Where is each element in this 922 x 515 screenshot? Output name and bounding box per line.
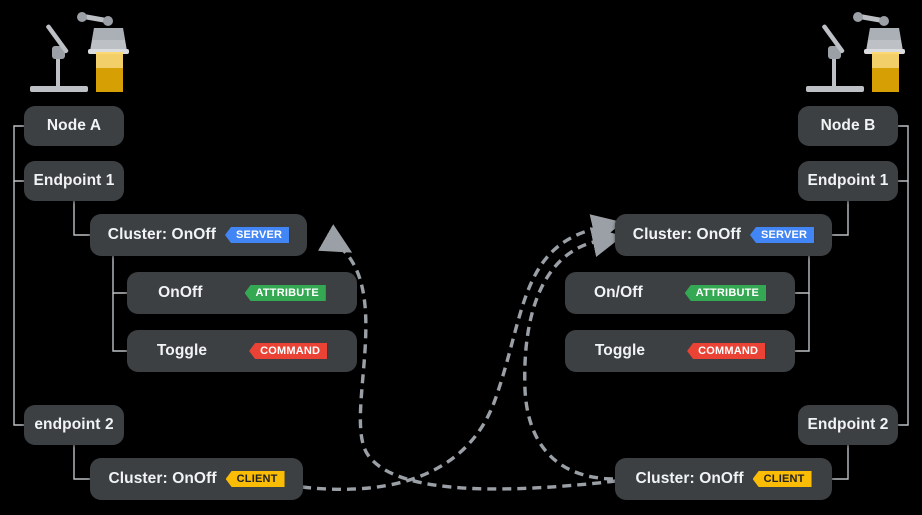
right-desk-lamp-icon xyxy=(806,12,905,92)
left-endpoint-1-box[interactable]: Endpoint 1 xyxy=(24,161,124,201)
right-endpoint-2-box[interactable]: Endpoint 2 xyxy=(798,405,898,445)
left-attribute-box[interactable]: OnOff ATTRIBUTE xyxy=(127,272,357,314)
link-right-client-to-left-server xyxy=(317,224,617,491)
right-command-label: Toggle xyxy=(594,342,646,359)
right-command-badge: COMMAND xyxy=(687,343,766,359)
node-b-label: Node B xyxy=(820,117,876,134)
right-server-badge: SERVER xyxy=(749,227,815,243)
left-cluster-client-label: Cluster: OnOff xyxy=(108,470,217,487)
left-client-badge: CLIENT xyxy=(225,471,285,487)
node-a-label: Node A xyxy=(46,117,102,134)
left-attribute-badge: ATTRIBUTE xyxy=(244,285,326,301)
right-cluster-client-label: Cluster: OnOff xyxy=(635,470,744,487)
left-cluster-server-box[interactable]: Cluster: OnOff SERVER xyxy=(90,214,307,256)
left-cluster-client-box[interactable]: Cluster: OnOff CLIENT xyxy=(90,458,303,500)
left-command-badge: COMMAND xyxy=(249,343,328,359)
left-endpoint-2-label: endpoint 2 xyxy=(34,416,114,433)
node-b-box[interactable]: Node B xyxy=(798,106,898,146)
right-attribute-badge: ATTRIBUTE xyxy=(684,285,767,301)
left-attribute-label: OnOff xyxy=(158,284,203,301)
right-command-box[interactable]: Toggle COMMAND xyxy=(565,330,795,372)
left-command-box[interactable]: Toggle COMMAND xyxy=(127,330,357,372)
right-attribute-label: On/Off xyxy=(593,284,643,301)
right-client-badge: CLIENT xyxy=(752,471,812,487)
left-cluster-server-label: Cluster: OnOff xyxy=(107,226,216,243)
link-left-client-to-right-server xyxy=(301,214,623,491)
node-a-box[interactable]: Node A xyxy=(24,106,124,146)
left-endpoint-2-box[interactable]: endpoint 2 xyxy=(24,405,124,445)
right-attribute-box[interactable]: On/Off ATTRIBUTE xyxy=(565,272,795,314)
left-server-badge: SERVER xyxy=(224,227,290,243)
link-right-client-to-right-server xyxy=(523,227,623,481)
right-cluster-server-label: Cluster: OnOff xyxy=(632,226,741,243)
right-endpoint-2-label: Endpoint 2 xyxy=(807,416,889,433)
left-command-label: Toggle xyxy=(156,342,208,359)
right-endpoint-1-box[interactable]: Endpoint 1 xyxy=(798,161,898,201)
left-endpoint-1-label: Endpoint 1 xyxy=(33,172,115,189)
right-cluster-server-box[interactable]: Cluster: OnOff SERVER xyxy=(615,214,832,256)
right-cluster-client-box[interactable]: Cluster: OnOff CLIENT xyxy=(615,458,832,500)
right-endpoint-1-label: Endpoint 1 xyxy=(807,172,889,189)
left-desk-lamp-icon xyxy=(30,12,129,92)
